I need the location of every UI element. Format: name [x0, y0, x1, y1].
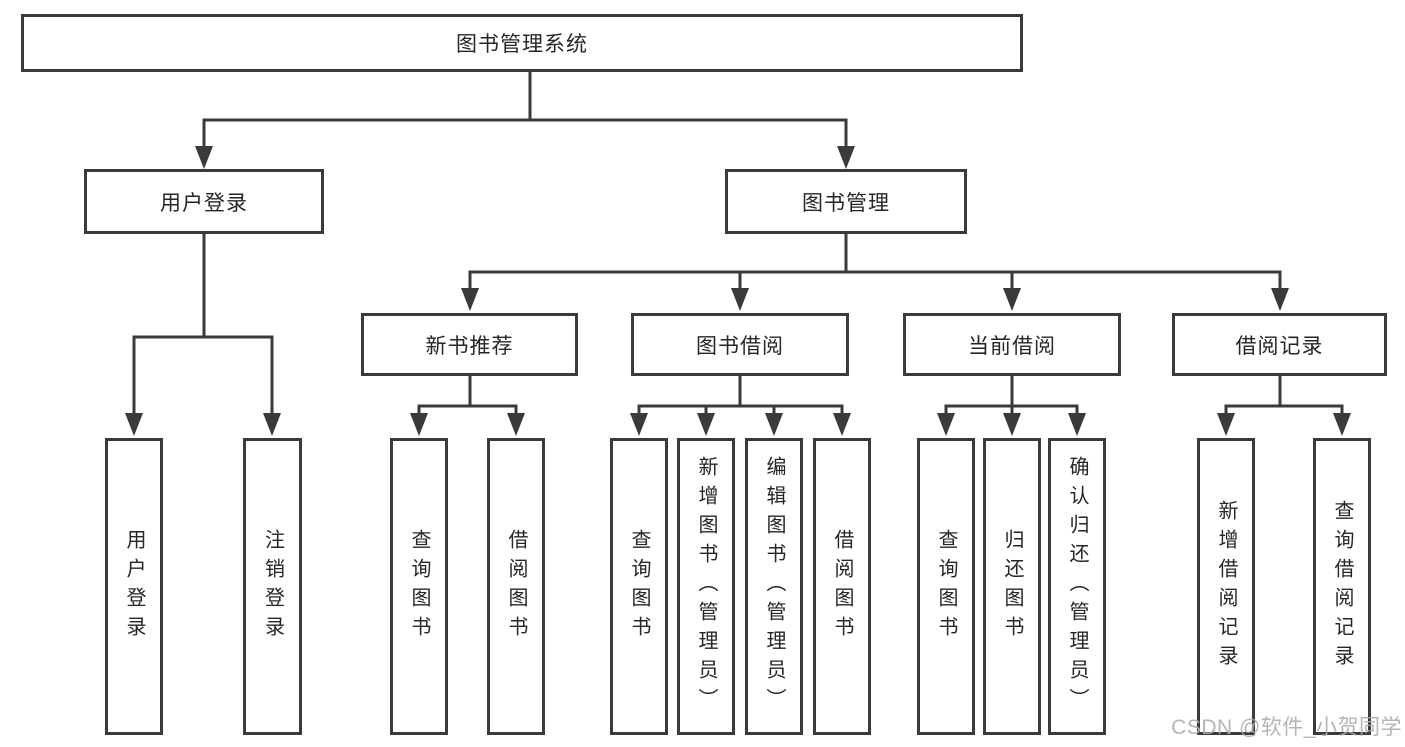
node-new-book-recommend-label: 新书推荐 [425, 334, 514, 358]
leaf-user-login: 用户登录 [105, 438, 163, 735]
leaf-bb-borrow-books-label: 借阅图书 [831, 528, 853, 645]
node-root-label: 图书管理系统 [456, 33, 588, 56]
leaf-nbr-borrow-books-label: 借阅图书 [505, 528, 527, 645]
leaf-bb-edit-books-admin: 编辑图书（管理员） [745, 438, 803, 735]
csdn-watermark: CSDN @软件_小贺同学 [1171, 716, 1402, 739]
leaf-bb-add-books-admin-label: 新增图书（管理员） [695, 456, 717, 717]
leaf-nbr-query-books: 查询图书 [390, 438, 448, 735]
arrowheads [125, 146, 1351, 436]
node-current-borrow: 当前借阅 [903, 313, 1121, 376]
node-book-management-label: 图书管理 [802, 191, 890, 215]
leaf-nbr-borrow-books: 借阅图书 [487, 438, 545, 735]
leaf-br-add-record: 新增借阅记录 [1197, 438, 1255, 735]
leaf-br-query-record: 查询借阅记录 [1313, 438, 1371, 735]
leaf-user-login-label: 用户登录 [123, 528, 145, 645]
leaf-logout: 注销登录 [243, 438, 302, 735]
node-user-login: 用户登录 [84, 169, 324, 234]
leaf-bb-borrow-books: 借阅图书 [813, 438, 871, 735]
node-borrow-records: 借阅记录 [1172, 313, 1387, 376]
leaf-bb-edit-books-admin-label: 编辑图书（管理员） [763, 456, 785, 717]
leaf-cb-confirm-return-admin: 确认归还（管理员） [1048, 438, 1106, 735]
node-user-login-label: 用户登录 [160, 191, 248, 215]
leaf-bb-query-books-label: 查询图书 [628, 528, 650, 645]
leaf-br-query-record-label: 查询借阅记录 [1331, 499, 1353, 674]
leaf-cb-query-books-label: 查询图书 [935, 528, 957, 645]
leaf-logout-label: 注销登录 [261, 528, 284, 645]
leaf-nbr-query-books-label: 查询图书 [408, 528, 430, 645]
leaf-cb-return-books-label: 归还图书 [1001, 528, 1023, 645]
node-book-borrow-label: 图书借阅 [696, 334, 784, 358]
leaf-bb-add-books-admin: 新增图书（管理员） [677, 438, 735, 735]
node-current-borrow-label: 当前借阅 [968, 334, 1056, 358]
leaf-cb-return-books: 归还图书 [983, 438, 1041, 735]
leaf-bb-query-books: 查询图书 [610, 438, 668, 735]
node-borrow-records-label: 借阅记录 [1235, 334, 1324, 358]
leaf-cb-query-books: 查询图书 [917, 438, 975, 735]
leaf-br-add-record-label: 新增借阅记录 [1215, 499, 1237, 674]
node-book-management: 图书管理 [725, 169, 967, 234]
node-root: 图书管理系统 [21, 14, 1023, 72]
node-new-book-recommend: 新书推荐 [361, 313, 578, 376]
node-book-borrow: 图书借阅 [631, 313, 849, 376]
leaf-cb-confirm-return-admin-label: 确认归还（管理员） [1066, 456, 1088, 717]
